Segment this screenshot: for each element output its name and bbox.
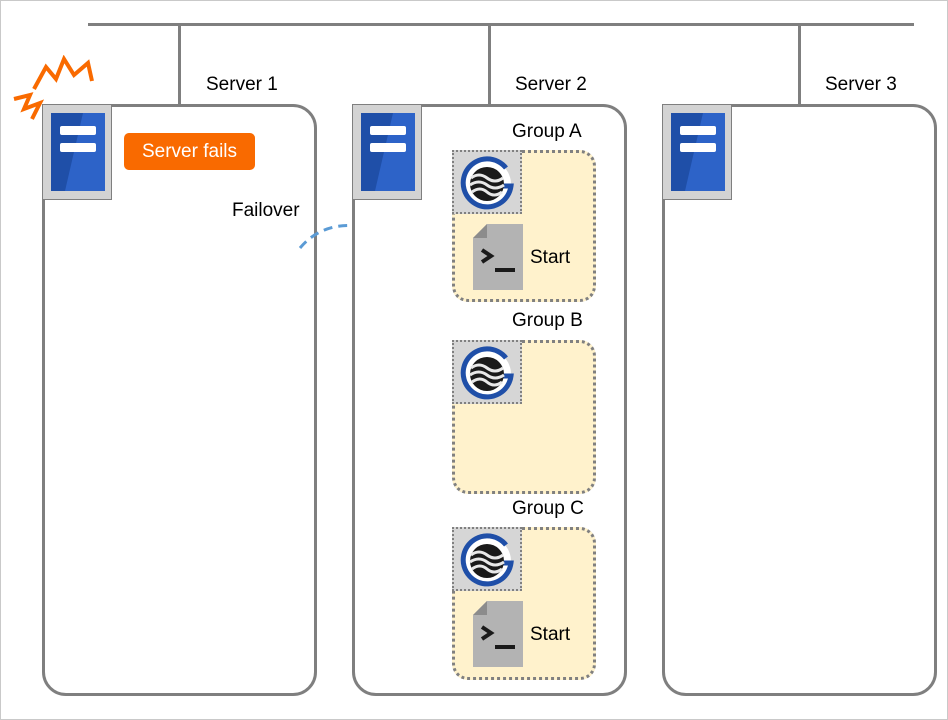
server-1-box <box>42 104 317 696</box>
lightning-icon <box>13 55 94 120</box>
group-c-label: Group C <box>512 498 584 519</box>
cluster-g-icon <box>452 527 522 591</box>
start-label: Start <box>530 247 571 268</box>
server-3-box <box>662 104 937 696</box>
network-backbone <box>88 23 914 26</box>
server-2-label: Server 2 <box>515 74 587 95</box>
server-1-label: Server 1 <box>206 74 278 95</box>
start-label: Start <box>530 624 571 645</box>
server-fails-badge: Server fails <box>124 133 255 170</box>
server-icon <box>352 104 422 200</box>
cluster-g-icon <box>452 340 522 404</box>
network-drop-server-1 <box>178 25 181 105</box>
script-file-icon <box>473 601 523 667</box>
server-icon <box>42 104 112 200</box>
group-b-label: Group B <box>512 310 583 331</box>
script-file-icon <box>473 224 523 290</box>
server-3-label: Server 3 <box>825 74 897 95</box>
cluster-g-icon <box>452 150 522 214</box>
server-icon <box>662 104 732 200</box>
network-drop-server-2 <box>488 25 491 105</box>
group-a-label: Group A <box>512 121 582 142</box>
network-drop-server-3 <box>798 25 801 105</box>
failover-label: Failover <box>232 200 300 221</box>
